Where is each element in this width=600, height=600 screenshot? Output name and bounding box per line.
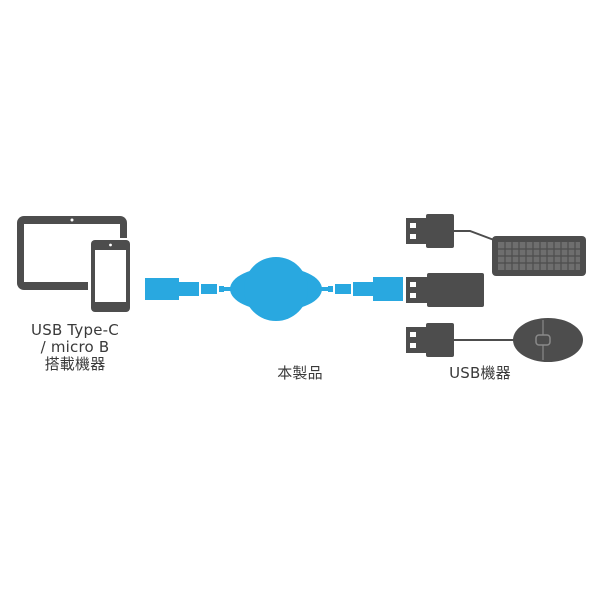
retractable-cable-icon [145,257,403,321]
product-label: 本製品 [277,364,323,382]
mouse-icon [513,318,583,362]
keyboard-icon [492,236,586,276]
usb-a-plug-icon [406,214,495,248]
smartphone-icon [88,238,132,314]
usb-flash-drive-icon [406,273,484,307]
host-device-label-line2: / micro B [40,338,110,356]
usb-a-plug-icon [406,323,514,357]
host-device-label-line3: 搭載機器 [44,355,106,373]
host-device-label: USB Type-C / micro B 搭載機器 [10,322,140,373]
usb-devices-label: USB機器 [449,364,511,382]
host-device-label-line1: USB Type-C [31,321,119,339]
